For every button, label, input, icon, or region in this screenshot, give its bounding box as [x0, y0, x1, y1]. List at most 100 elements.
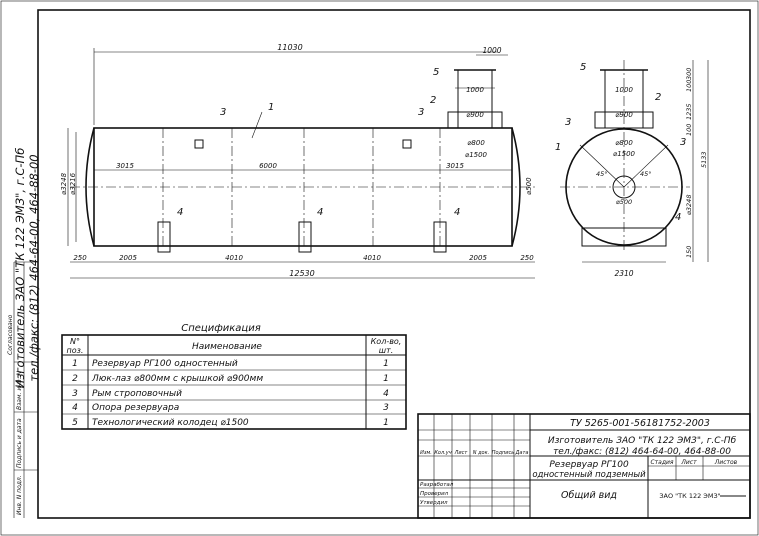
side-dim-5133: 5133 [700, 151, 708, 168]
spec-row-name: Резервуар РГ100 одностенный [92, 359, 238, 369]
side-dim-d500: ⌀500 [616, 198, 632, 206]
side-dim-100a: 100 [685, 124, 693, 136]
inner-frame [37, 9, 751, 519]
dim-b-4010l: 4010 [225, 254, 243, 262]
side-dim-d900: ⌀900 [615, 111, 633, 119]
spec-table: Спецификация N° поз. Наименование Кол-во… [61, 323, 407, 430]
side-view: 1000 ⌀900 ⌀800 ⌀1500 ⌀500 45° 45° 2310 ⌀… [555, 60, 709, 278]
callout-3a: 3 [220, 107, 226, 118]
left-stamp: Согласовано Взам. инв. N Подпись и дата … [7, 261, 38, 518]
tb-org: ЗАО "ТК 122 ЭМЗ" [659, 492, 720, 500]
dim-hatch-w: 1000 [466, 86, 484, 94]
stamp-approved: Согласовано [7, 314, 14, 355]
spec-row-name: Опора резервуара [92, 403, 179, 413]
callout-4a: 4 [177, 207, 183, 218]
tb-col: Изм. [420, 450, 432, 456]
callout-3b: 3 [418, 107, 424, 118]
spec-row-name: Люк-лаз ⌀800мм с крышкой ⌀900мм [91, 374, 263, 384]
dim-b-250l: 250 [73, 254, 87, 262]
dim-d800: ⌀800 [467, 139, 485, 147]
callout-2: 2 [430, 95, 436, 106]
spec-head-no-bottom: поз. [67, 346, 84, 355]
spec-head-qty-bottom: шт. [379, 346, 394, 355]
side-dim-d800: ⌀800 [615, 139, 633, 147]
spec-row-no: 2 [72, 374, 78, 384]
tb-maker1: Изготовитель ЗАО "ТК 122 ЭМЗ", г.С-Пб [548, 436, 737, 446]
spec-head-qty-top: Кол-во, [371, 337, 402, 346]
tb-product1: Резервуар РГ100 [549, 460, 629, 470]
dim-b-2005l: 2005 [119, 254, 137, 262]
side-callout-5: 5 [580, 62, 586, 73]
spec-row-qty: 1 [383, 418, 389, 428]
side-caption: Изготовитель ЗАО "ТК 122 ЭМЗ", г.С-Пб те… [13, 148, 41, 389]
angle-right: 45° [640, 170, 652, 178]
dim-d1500: ⌀1500 [465, 151, 488, 159]
dim-seg-right: 3015 [446, 162, 464, 170]
spec-row-name: Рым строповочный [92, 389, 182, 399]
dim-seg-left: 3015 [116, 162, 134, 170]
spec-row-qty: 1 [383, 359, 389, 369]
tb-role: Разработал [420, 482, 454, 488]
spec-title: Спецификация [181, 323, 261, 334]
side-dim-d1500: ⌀1500 [613, 150, 636, 158]
stamp-sign-date: Подпись и дата [16, 418, 23, 468]
side-dim-2310: 2310 [614, 269, 633, 278]
side-callout-3a: 3 [565, 117, 571, 128]
spec-head-no-top: N° [70, 337, 80, 346]
side-dim-d3248: ⌀3248 [685, 195, 693, 215]
dim-d3216: ⌀3216 [69, 172, 77, 195]
front-view: 11030 1000 1000 ⌀900 ⌀800 ⌀1500 3015 600… [60, 43, 535, 279]
title-block: ТУ 5265-001-56181752-2003 Изготовитель З… [417, 413, 751, 519]
side-callout-3b: 3 [680, 137, 686, 148]
spec-row-name: Технологический колодец ⌀1500 [92, 418, 249, 428]
side-callout-4: 4 [675, 212, 681, 223]
tb-col: Подпись [492, 450, 515, 456]
tb-product2: одностенный подземный [532, 470, 646, 480]
side-dim-100b: 100 [685, 80, 693, 92]
stamp-inv-dup: Взам. инв. N [16, 371, 23, 410]
side-caption-line1: Изготовитель ЗАО "ТК 122 ЭМЗ", г.С-Пб [13, 148, 27, 389]
callout-1: 1 [268, 102, 274, 113]
spec-row-no: 3 [72, 389, 78, 399]
tb-maker2: тел./факс: (812) 464-64-00, 464-88-00 [553, 447, 731, 457]
tb-sheet: Лист [680, 459, 697, 466]
tb-col: N док. [473, 450, 489, 456]
dim-total-top: 11030 [277, 43, 302, 52]
dim-b-2005r: 2005 [469, 254, 487, 262]
dim-d3248: ⌀3248 [60, 172, 68, 195]
side-dim-1000: 1000 [615, 86, 633, 94]
spec-row-no: 1 [72, 359, 78, 369]
side-dim-300: 300 [685, 68, 693, 80]
dim-overall: 12530 [289, 269, 314, 278]
tb-role: Утвердил [420, 500, 448, 506]
tb-sheets: Листов [714, 459, 738, 466]
callout-4b: 4 [317, 207, 323, 218]
right-head [511, 127, 521, 247]
tb-stage: Стадия [650, 459, 673, 466]
side-dim-150: 150 [685, 246, 693, 258]
left-head [85, 127, 95, 247]
spec-row-qty: 1 [383, 374, 389, 384]
dim-top-right: 1000 [482, 46, 501, 55]
spec-head-name: Наименование [192, 342, 262, 352]
tb-col: Лист [454, 450, 469, 456]
tb-view: Общий вид [561, 490, 617, 501]
side-caption-line2: тел./факс: (812) 464-64-00, 464-88-00 [27, 154, 41, 381]
tb-role: Проверил [420, 491, 449, 497]
tech-well [457, 69, 493, 129]
dim-seg-mid: 6000 [259, 162, 277, 170]
spec-row-no: 4 [72, 403, 78, 413]
callout-5: 5 [433, 67, 439, 78]
angle-left: 45° [596, 170, 608, 178]
dim-b-250r: 250 [520, 254, 534, 262]
dim-pipe: ⌀500 [525, 177, 533, 195]
stamp-inv-orig: Инв. N подл. [16, 475, 23, 515]
dim-b-4010r: 4010 [363, 254, 381, 262]
tb-col: Кол.уч [434, 450, 451, 456]
spec-row-qty: 4 [383, 389, 389, 399]
side-dim-1235: 1235 [685, 103, 693, 120]
spec-row-qty: 3 [383, 403, 389, 413]
side-callout-2: 2 [655, 92, 661, 103]
